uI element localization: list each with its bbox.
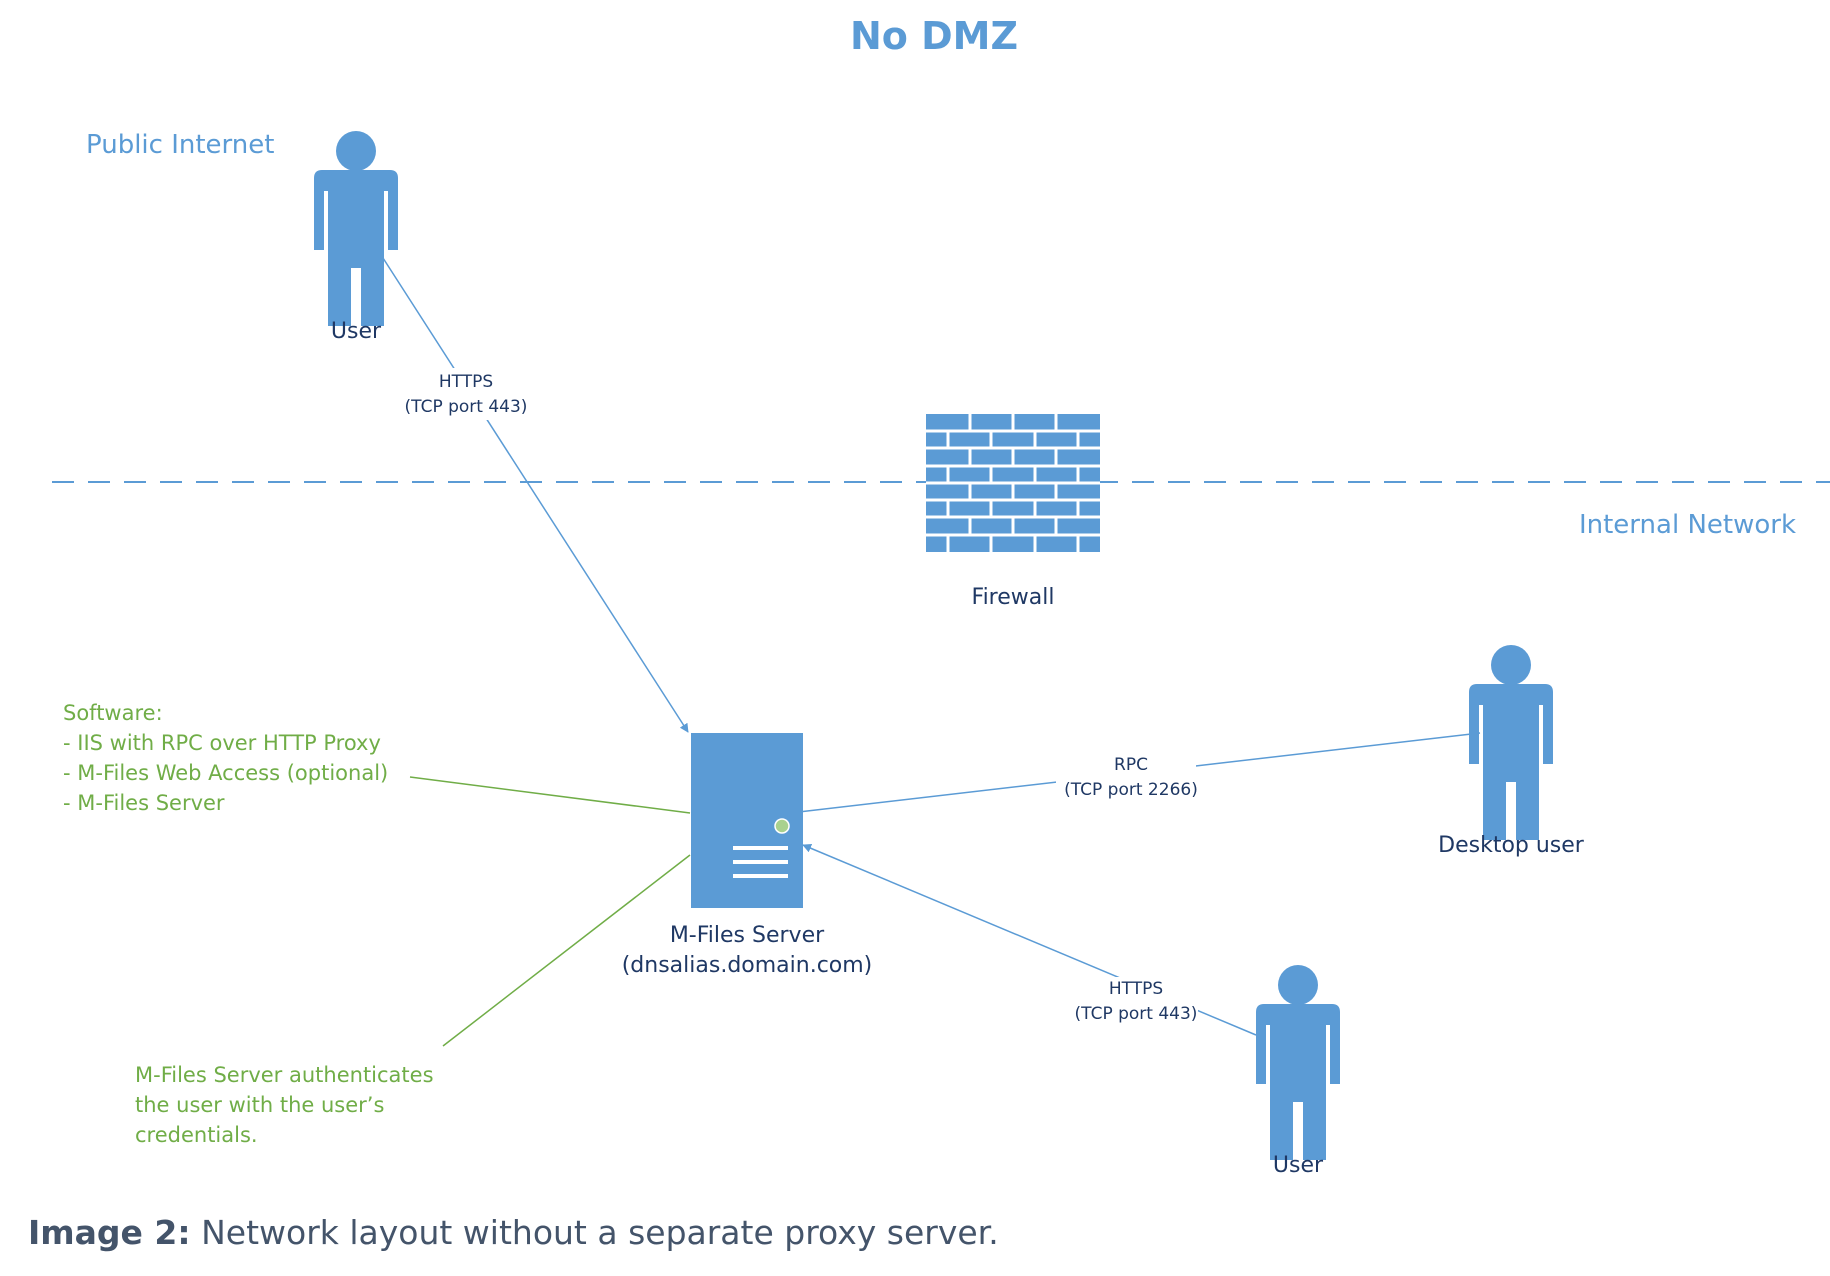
connection-internet-user-to-server xyxy=(382,257,689,733)
zone-label-public: Public Internet xyxy=(86,130,275,160)
server-label: M-Files Server (dnsalias.domain.com) xyxy=(608,921,886,981)
software-note-line: - M-Files Server xyxy=(63,791,225,815)
auth-note-leader xyxy=(442,854,691,1047)
desktop-user-label: Desktop user xyxy=(1438,833,1584,858)
connection-label-internet-https: HTTPS (TCP port 443) xyxy=(396,370,536,420)
connection-port: (TCP port 443) xyxy=(404,397,528,417)
software-note-leader xyxy=(409,776,691,814)
firewall-icon xyxy=(926,414,1100,552)
auth-note-line: credentials. xyxy=(135,1123,258,1147)
software-note-line: Software: xyxy=(63,701,163,725)
internal-user-label: User xyxy=(1272,1153,1324,1178)
connection-label-internal-https: HTTPS (TCP port 443) xyxy=(1066,977,1206,1027)
connection-protocol: HTTPS xyxy=(438,372,494,392)
internet-user-icon xyxy=(314,131,398,326)
software-note-line: - M-Files Web Access (optional) xyxy=(63,761,389,785)
diagram-title: No DMZ xyxy=(849,14,1019,58)
caption-prefix: Image 2: xyxy=(28,1213,191,1252)
software-note-line: - IIS with RPC over HTTP Proxy xyxy=(63,731,381,755)
firewall-label: Firewall xyxy=(971,585,1055,610)
figure-caption: Image 2: Network layout without a separa… xyxy=(28,1213,999,1252)
auth-note-line: M-Files Server authenticates xyxy=(135,1063,434,1087)
connection-protocol: HTTPS xyxy=(1108,979,1164,999)
internet-user-label: User xyxy=(330,319,382,344)
caption-text: Network layout without a separate proxy … xyxy=(190,1213,999,1252)
desktop-user-icon xyxy=(1469,645,1553,840)
connection-port: (TCP port 2266) xyxy=(1064,780,1198,800)
server-icon xyxy=(691,733,803,908)
server-name: M-Files Server xyxy=(669,923,825,948)
software-note: Software: - IIS with RPC over HTTP Proxy… xyxy=(63,698,388,818)
server-hostname: (dnsalias.domain.com) xyxy=(621,953,873,978)
connection-label-rpc: RPC (TCP port 2266) xyxy=(1056,753,1206,803)
connection-protocol: RPC xyxy=(1114,755,1148,775)
auth-note: M-Files Server authenticates the user wi… xyxy=(135,1060,434,1150)
internal-user-icon xyxy=(1256,965,1340,1160)
zone-label-internal: Internal Network xyxy=(1578,510,1796,540)
auth-note-line: the user with the user’s xyxy=(135,1093,385,1117)
connection-port: (TCP port 443) xyxy=(1074,1004,1198,1024)
